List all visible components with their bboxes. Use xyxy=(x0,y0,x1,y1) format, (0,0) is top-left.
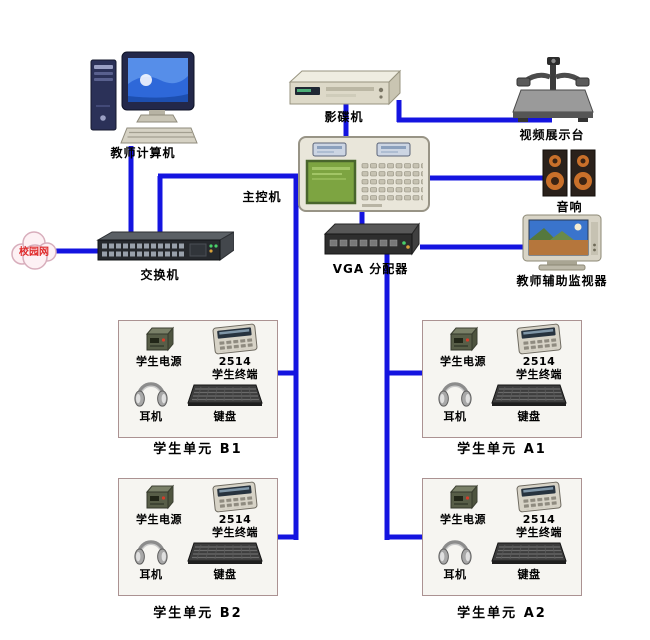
speakers-icon xyxy=(542,148,596,198)
dvd-player-label: 影碟机 xyxy=(324,110,364,124)
student-unit-a2: 学生电源 2514 学生终端 耳机 键盘 xyxy=(422,478,582,596)
terminal-model-label: 2514 xyxy=(522,513,556,526)
student-unit-b1: 学生电源 2514 学生终端 耳机 键盘 xyxy=(118,320,278,438)
main-controller-label: 主控机 xyxy=(242,190,282,204)
speakers-label: 音响 xyxy=(556,200,583,214)
headphones-label: 耳机 xyxy=(443,568,467,581)
power-supply-label: 学生电源 xyxy=(136,513,182,526)
keyboard-icon xyxy=(185,541,263,567)
vga-splitter-icon xyxy=(322,222,422,258)
student-unit-title-b2: 学生单元 B2 xyxy=(153,606,243,621)
teacher-aux-monitor-icon xyxy=(522,214,602,272)
terminal-model-label: 2514 xyxy=(218,355,252,368)
headphones-label: 耳机 xyxy=(443,410,467,423)
vga-splitter-label: VGA 分配器 xyxy=(332,262,409,276)
student-terminal-icon xyxy=(515,481,563,513)
power-supply-icon xyxy=(143,483,177,511)
student-terminal-label: 学生终端 xyxy=(516,526,562,539)
student-terminal-icon xyxy=(211,323,259,355)
video-presenter-label: 视频展示台 xyxy=(519,128,585,142)
headphones-icon xyxy=(131,531,171,567)
keyboard-label: 键盘 xyxy=(213,410,237,423)
keyboard-label: 键盘 xyxy=(517,410,541,423)
network-switch-icon xyxy=(96,230,234,266)
student-terminal-label: 学生终端 xyxy=(212,526,258,539)
student-terminal-icon xyxy=(211,481,259,513)
campus-network-label: 校园网 xyxy=(19,247,49,258)
terminal-model-label: 2514 xyxy=(522,355,556,368)
power-supply-icon xyxy=(447,483,481,511)
headphones-icon xyxy=(131,373,171,409)
headphones-label: 耳机 xyxy=(139,568,163,581)
teacher-aux-monitor-label: 教师辅助监视器 xyxy=(516,274,608,288)
terminal-model-label: 2514 xyxy=(218,513,252,526)
student-unit-b2: 学生电源 2514 学生终端 耳机 键盘 xyxy=(118,478,278,596)
student-unit-a1: 学生电源 2514 学生终端 耳机 键盘 xyxy=(422,320,582,438)
keyboard-label: 键盘 xyxy=(213,568,237,581)
student-unit-title-a2: 学生单元 A2 xyxy=(457,606,547,621)
student-terminal-label: 学生终端 xyxy=(516,368,562,381)
headphones-label: 耳机 xyxy=(139,410,163,423)
dvd-player-icon xyxy=(286,68,402,108)
keyboard-icon xyxy=(489,541,567,567)
teacher-computer-icon xyxy=(86,50,198,146)
power-supply-label: 学生电源 xyxy=(440,355,486,368)
student-unit-title-b1: 学生单元 B1 xyxy=(153,442,243,457)
headphones-icon xyxy=(435,531,475,567)
student-terminal-label: 学生终端 xyxy=(212,368,258,381)
power-supply-label: 学生电源 xyxy=(440,513,486,526)
power-supply-icon xyxy=(143,325,177,353)
power-supply-label: 学生电源 xyxy=(136,355,182,368)
student-terminal-icon xyxy=(515,323,563,355)
network-switch-label: 交换机 xyxy=(140,268,180,282)
keyboard-label: 键盘 xyxy=(517,568,541,581)
keyboard-icon xyxy=(185,383,263,409)
video-presenter-icon xyxy=(510,56,594,126)
keyboard-icon xyxy=(489,383,567,409)
headphones-icon xyxy=(435,373,475,409)
teacher-computer-label: 教师计算机 xyxy=(110,146,176,160)
main-controller-icon xyxy=(298,136,430,212)
student-unit-title-a1: 学生单元 A1 xyxy=(457,442,547,457)
power-supply-icon xyxy=(447,325,481,353)
